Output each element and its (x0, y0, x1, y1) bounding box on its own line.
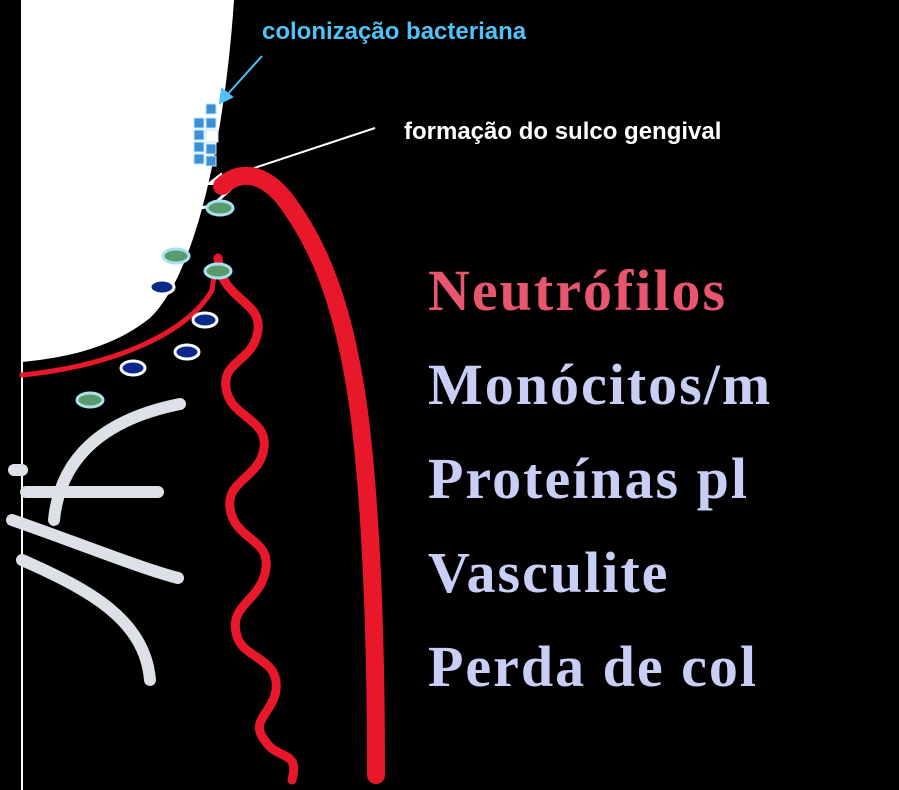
connective-tissue-wavy-line (213, 253, 299, 785)
neutrophil-cells (75, 199, 235, 409)
monocyte-cell-icon (148, 278, 176, 296)
bacterial-colonization-label: colonização bacteriana (262, 18, 527, 45)
finding-monocytes: Monócitos/m (428, 352, 773, 417)
finding-plasma-proteins: Proteínas pl (428, 446, 749, 511)
neutrophil-cell-icon (205, 199, 235, 217)
periodontal-fibers (6, 398, 186, 686)
bacteria-callout-arrow (218, 55, 263, 105)
tooth-shape (22, 0, 234, 362)
finding-collagen-loss: Perda de col (428, 634, 759, 699)
neutrophil-cell-icon (203, 262, 233, 280)
bacteria-cluster-icon (193, 103, 219, 167)
finding-vasculitis: Vasculite (428, 540, 670, 605)
monocyte-cells (119, 278, 219, 377)
monocyte-cell-icon (191, 311, 219, 329)
monocyte-cell-icon (119, 359, 147, 377)
sulcus-formation-label: formação do sulco gengival (404, 118, 722, 145)
epithelium-edge-line (19, 273, 217, 378)
monocyte-cell-icon (173, 343, 201, 361)
gingival-margin-curve (213, 166, 385, 784)
neutrophil-cell-icon (161, 247, 191, 265)
neutrophil-cell-icon (75, 391, 105, 409)
finding-neutrophils: Neutrófilos (428, 258, 728, 323)
